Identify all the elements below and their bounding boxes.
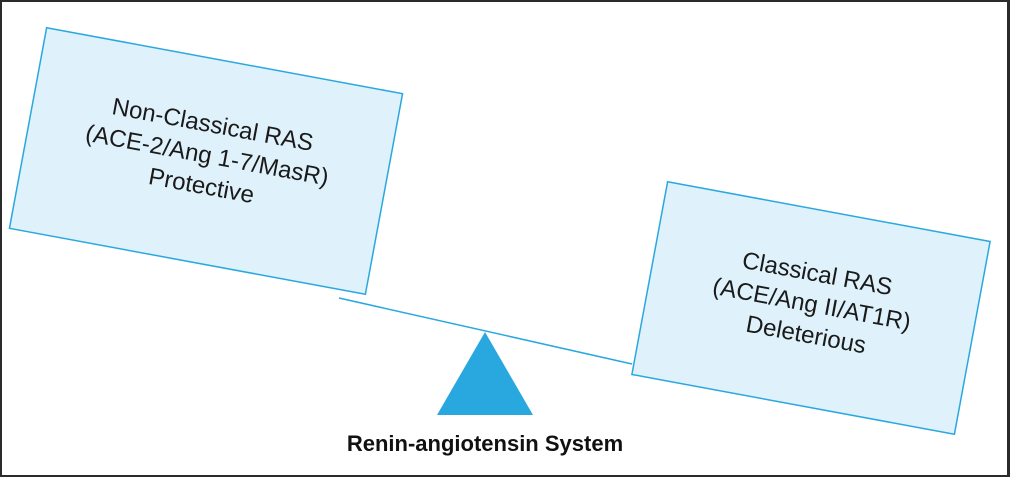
diagram-caption: Renin-angiotensin System	[347, 431, 623, 456]
left-box: Non-Classical RAS (ACE-2/Ang 1-7/MasR) P…	[8, 26, 404, 296]
right-box: Classical RAS (ACE/Ang II/AT1R) Deleteri…	[631, 180, 991, 436]
left-box-rect	[8, 26, 404, 296]
right-box-rect	[631, 180, 991, 436]
balance-beam	[338, 297, 633, 365]
fulcrum-triangle	[437, 332, 533, 415]
